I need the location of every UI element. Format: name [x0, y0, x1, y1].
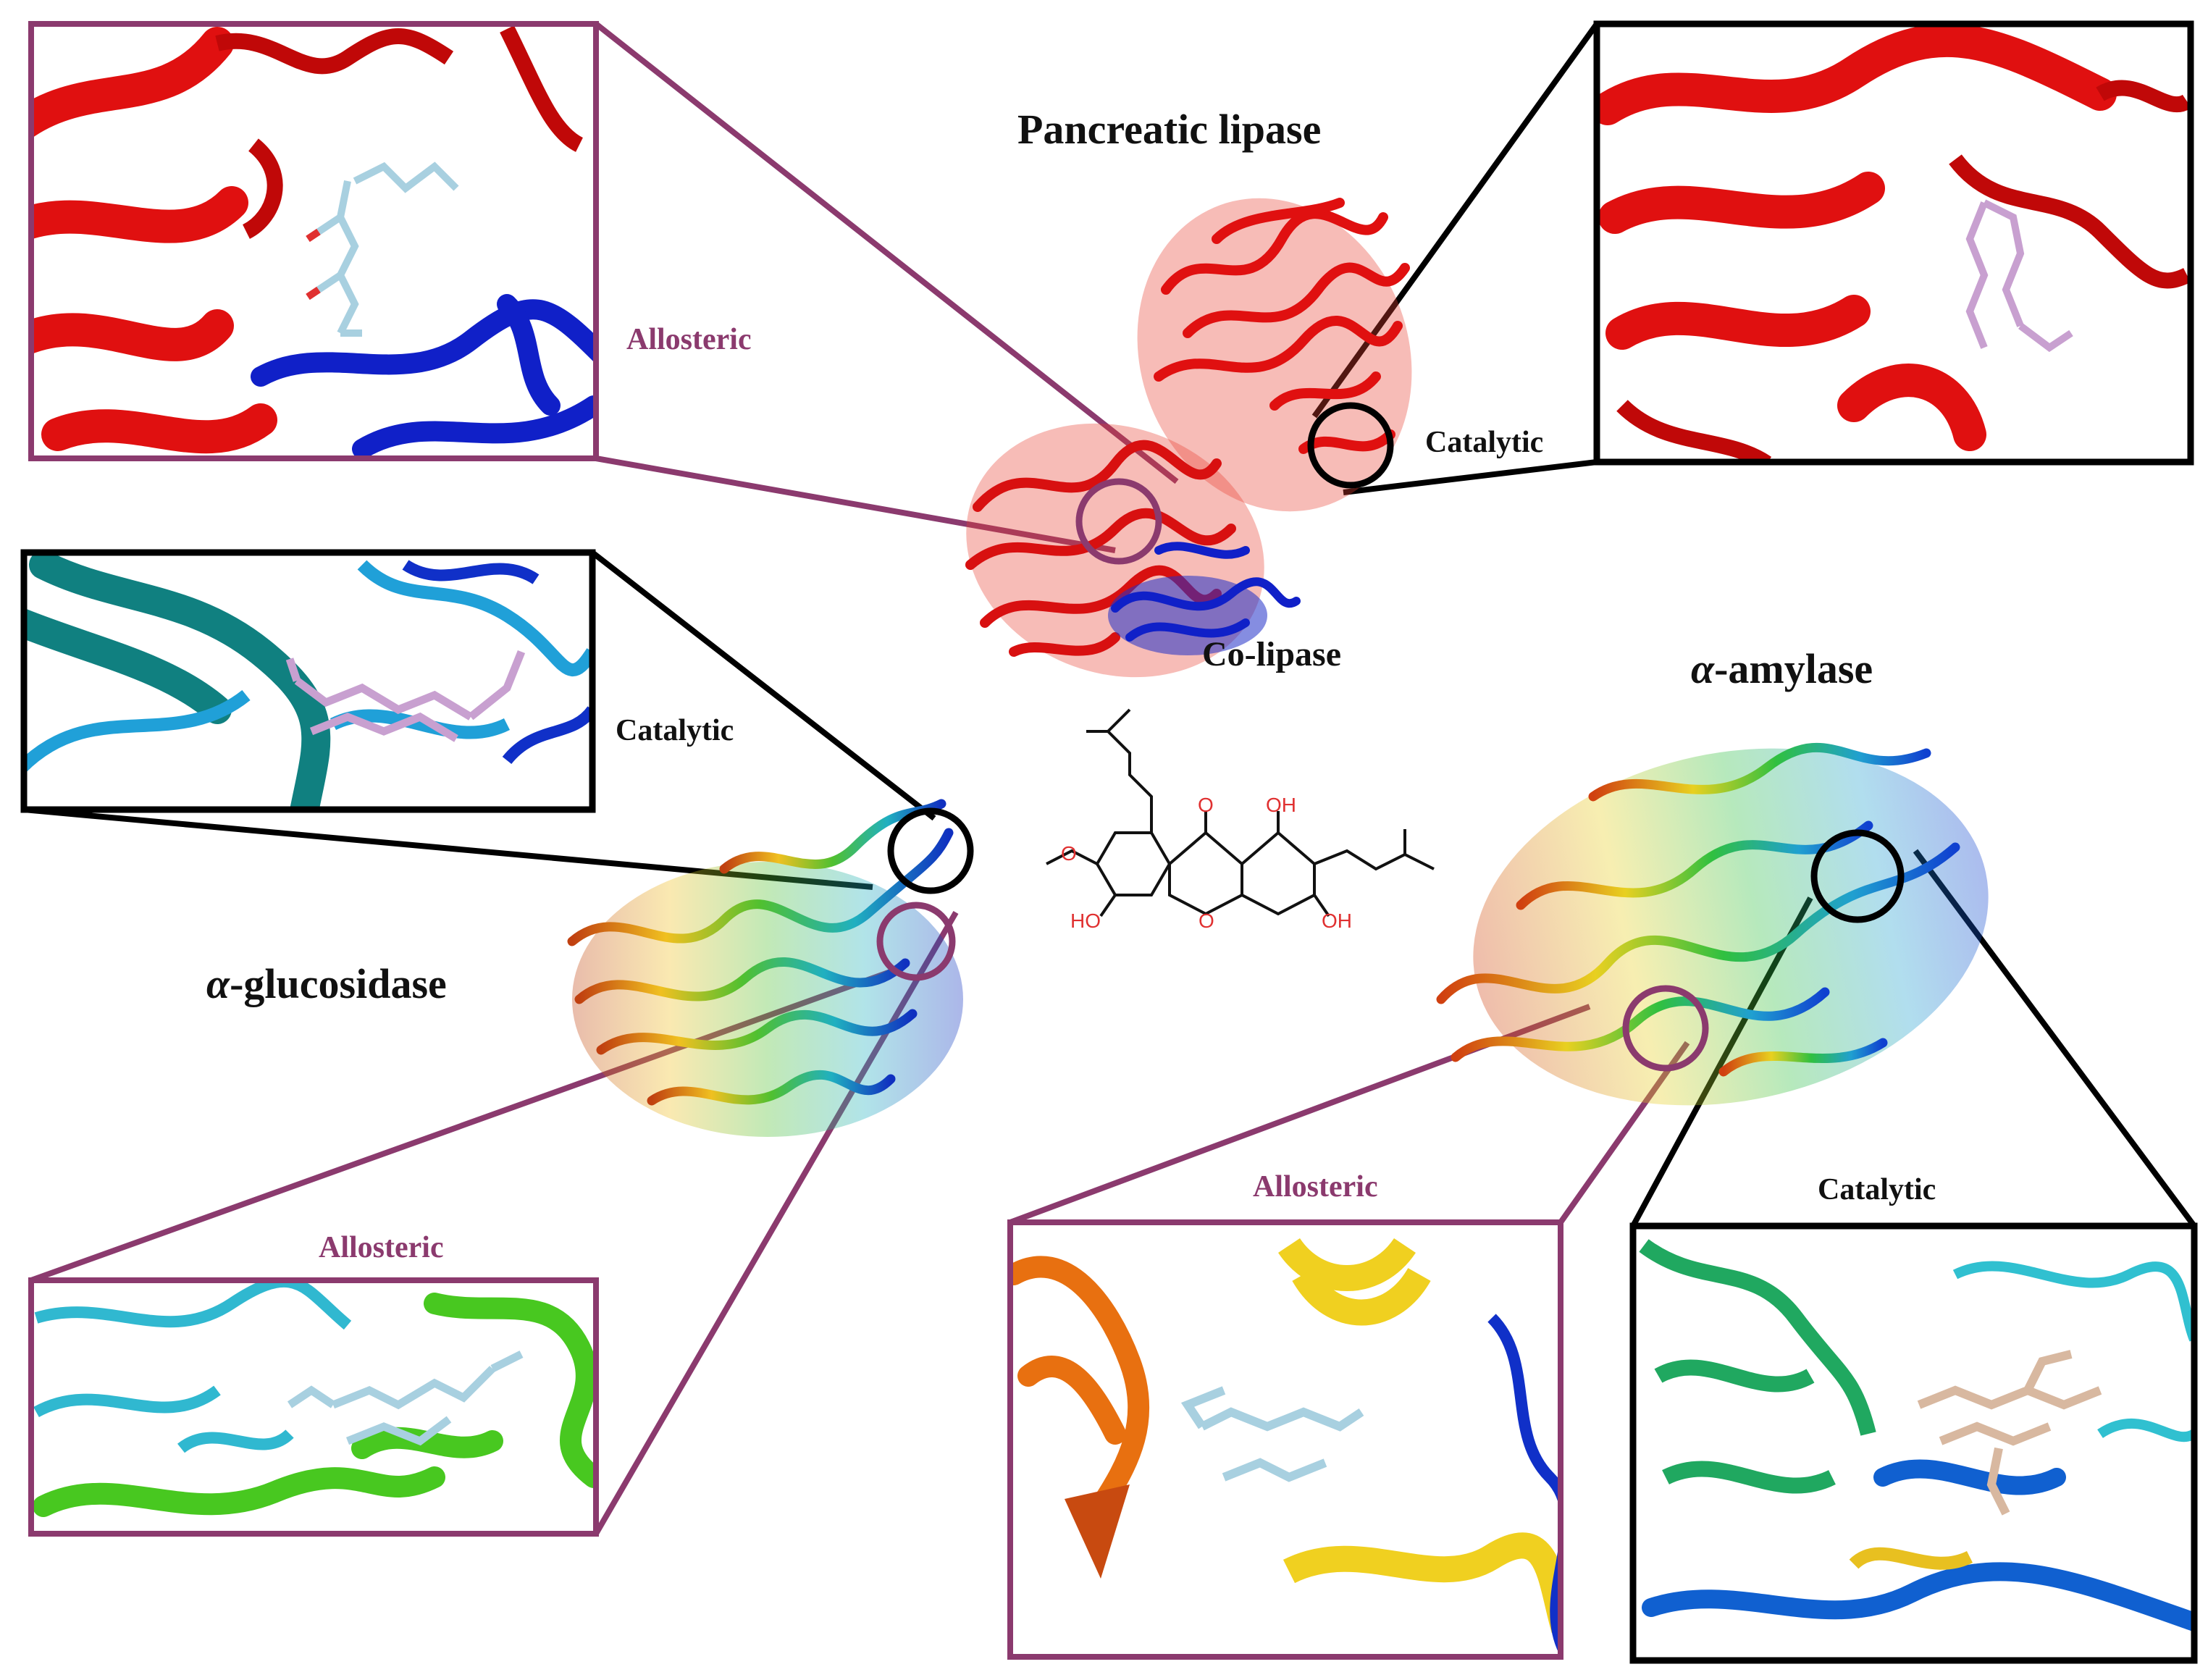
panel-glucosidase-allosteric — [28, 1277, 599, 1537]
amylase-allosteric-site-marker — [1622, 985, 1709, 1072]
alpha-glucosidase-structure — [567, 799, 974, 1137]
connector-lipase-allosteric-top — [594, 21, 1179, 484]
panel-glucosidase-catalytic — [20, 549, 596, 813]
panel-lipase-allosteric — [28, 21, 599, 461]
glucosidase-allosteric-site-marker — [876, 902, 956, 981]
label-alpha-glucosidase-greek: α — [206, 960, 230, 1007]
lipase-allosteric-site-marker — [1075, 478, 1162, 565]
connector-lipase-allosteric-bottom — [595, 455, 1116, 553]
label-alpha-glucosidase-rest: -glucosidase — [230, 960, 447, 1007]
label-alpha-amylase-greek: α — [1691, 645, 1715, 692]
label-alpha-amylase: α-amylase — [1691, 648, 1873, 690]
label-co-lipase: Co-lipase — [1202, 635, 1341, 673]
amylase-catalytic-ligand — [1917, 1350, 2102, 1516]
panel-amylase-catalytic — [1629, 1222, 2198, 1664]
atom-methoxy-o: O — [1061, 842, 1077, 865]
alpha-amylase-structure — [1436, 742, 1989, 1106]
label-amylase-catalytic: Catalytic — [1818, 1173, 1936, 1206]
glucosidase-catalytic-site-marker — [887, 807, 974, 894]
label-lipase-allosteric: Allosteric — [626, 323, 752, 356]
connector-lipase-catalytic-bottom — [1343, 459, 1598, 495]
label-glucosidase-allosteric: Allosteric — [319, 1231, 444, 1264]
panel-lipase-catalytic — [1593, 20, 2194, 466]
label-amylase-allosteric: Allosteric — [1253, 1170, 1378, 1204]
label-alpha-glucosidase: α-glucosidase — [206, 963, 447, 1005]
glucosidase-catalytic-ligand — [285, 650, 526, 742]
lipase-allosteric-ligand — [316, 161, 459, 337]
amylase-strand-arrow — [1065, 1484, 1130, 1579]
amylase-catalytic-site-marker — [1810, 829, 1905, 923]
lipase-catalytic-site-marker — [1307, 402, 1394, 489]
atom-oh-right: OH — [1322, 910, 1352, 932]
label-lipase-catalytic: Catalytic — [1425, 426, 1544, 459]
glucosidase-allosteric-ligand — [287, 1351, 524, 1446]
connector-glucosidase-catalytic-top — [590, 550, 936, 821]
lipase-catalytic-ligand — [1965, 199, 2073, 353]
pancreatic-lipase-structure — [965, 198, 1412, 678]
label-pancreatic-lipase: Pancreatic lipase — [1017, 106, 1322, 153]
connector-lines — [23, 21, 2197, 1536]
alpha-mangostin-structure — [1046, 708, 1435, 917]
atom-carbonyl-o: O — [1198, 794, 1214, 816]
amylase-allosteric-ligand — [1180, 1386, 1364, 1482]
atom-ring-o: O — [1199, 910, 1214, 932]
label-glucosidase-catalytic: Catalytic — [616, 714, 734, 747]
connector-lipase-catalytic-top — [1311, 22, 1600, 419]
panel-amylase-allosteric — [1007, 1219, 1563, 1660]
atom-oh-top: OH — [1266, 794, 1296, 816]
atom-ho-left: HO — [1070, 910, 1101, 932]
label-alpha-amylase-rest: -amylase — [1714, 645, 1873, 692]
